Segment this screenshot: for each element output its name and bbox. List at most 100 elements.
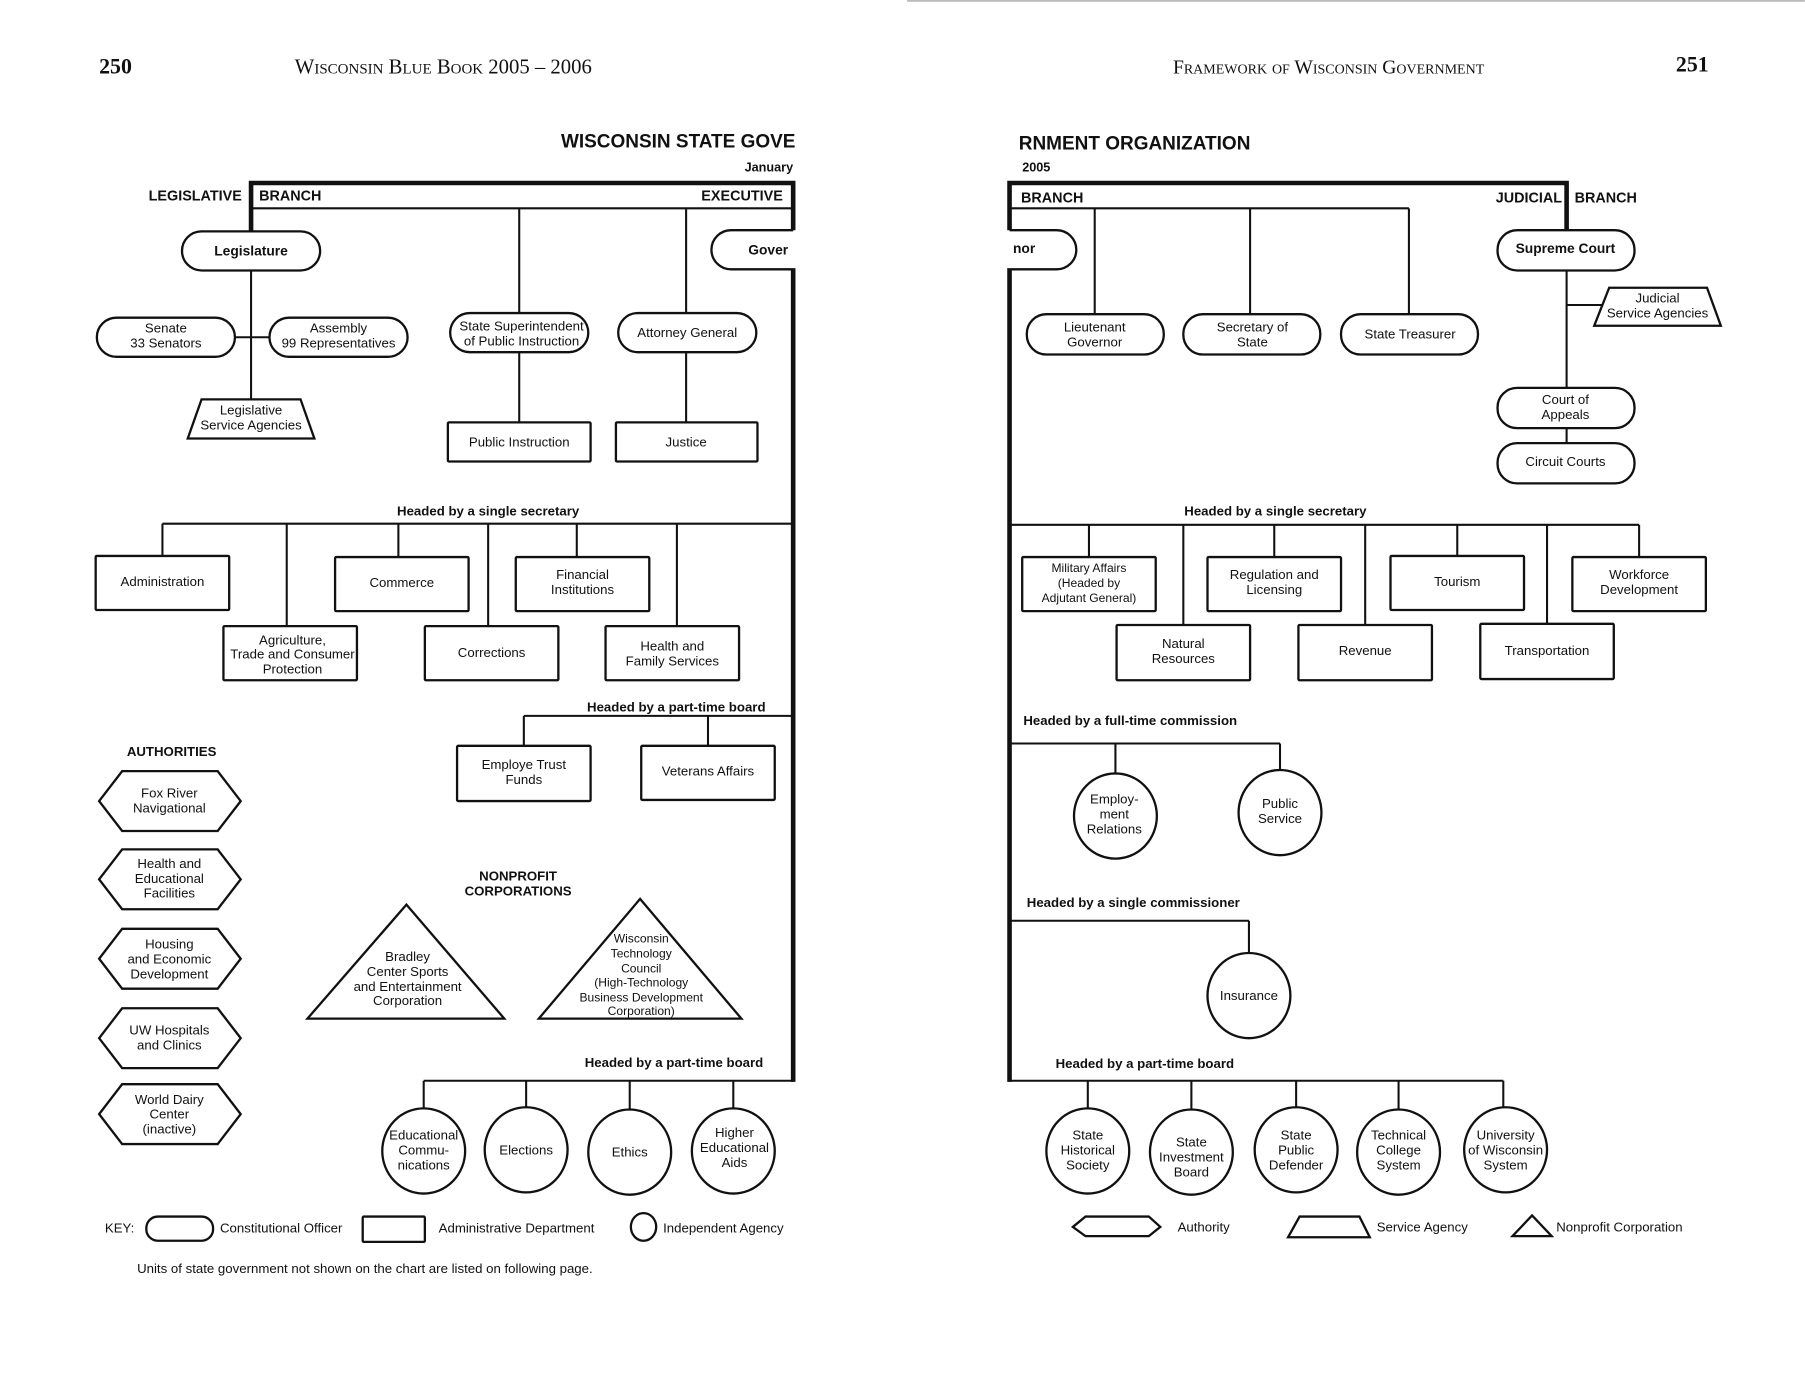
superintendent-node[interactable]: State Superintendent of Public Instructi… [449, 311, 590, 354]
wtc-label-2: Technology [611, 947, 673, 961]
legislative-branch-label: BRANCH [259, 188, 321, 204]
dept-military-affairs[interactable]: Military Affairs (Headed by Adjutant Gen… [1021, 555, 1157, 613]
legislative-service-agencies-node[interactable]: Legislative Service Agencies [186, 398, 316, 440]
authority-uw-hospitals[interactable]: UW Hospitals and Clinics [97, 1007, 243, 1070]
chart-date-left: January [745, 160, 794, 174]
circuit-courts-node[interactable]: Circuit Courts [1496, 441, 1636, 485]
educom-label-2: Commu- [398, 1142, 449, 1157]
dept-natural-resources[interactable]: Natural Resources [1115, 623, 1252, 682]
dept-revenue[interactable]: Revenue [1297, 623, 1434, 682]
dept-workforce-development[interactable]: Workforce Development [1571, 555, 1708, 613]
state-treasurer-node[interactable]: State Treasurer [1339, 313, 1480, 356]
left-running-title: Wisconsin Blue Book 2005 – 2006 [295, 57, 592, 79]
executive-branch-label: BRANCH [1021, 191, 1083, 207]
agency-higher-educational-aids[interactable]: Higher Educational Aids [690, 1107, 776, 1195]
dept-tourism[interactable]: Tourism [1389, 554, 1526, 612]
veterans-label: Veterans Affairs [662, 764, 755, 779]
agency-educational-communications[interactable]: Educational Commu- nications [381, 1107, 467, 1195]
auth-3-label-1: Housing [145, 936, 194, 951]
assembly-node[interactable]: Assembly 99 Representatives [268, 316, 409, 358]
corrections-label: Corrections [458, 645, 526, 660]
group-label-part-time-board-right: Headed by a part-time board [1056, 1056, 1235, 1071]
chart-title-left: WISCONSIN STATE GOVE [561, 131, 796, 152]
secretary-of-state-node[interactable]: Secretary of State [1182, 313, 1322, 356]
key-right: Authority Service Agency Nonprofit Corpo… [1070, 1213, 1683, 1239]
auth-4-label-2: and Clinics [137, 1038, 202, 1053]
legislature-label: Legislature [214, 243, 288, 259]
legislative-label: LEGISLATIVE [149, 188, 243, 204]
part-time-board-bus-right [1009, 1079, 1505, 1110]
authority-health-educational[interactable]: Health and Educational Facilities [97, 848, 243, 911]
supreme-court-node[interactable]: Supreme Court [1496, 229, 1636, 272]
group-label-single-commissioner: Headed by a single commissioner [1027, 895, 1240, 910]
dept-transportation[interactable]: Transportation [1479, 622, 1615, 681]
executive-frame-right [1007, 180, 1569, 1082]
assembly-count: 99 Representatives [282, 336, 396, 351]
agency-state-historical-society[interactable]: State Historical Society [1045, 1107, 1131, 1195]
coa-label-1: Court of [1542, 392, 1589, 407]
nonprofit-heading-1: NONPROFIT [479, 868, 557, 883]
elections-label: Elections [499, 1142, 553, 1157]
dept-financial-institutions[interactable]: Financial Institutions [514, 555, 651, 613]
lsa-label-1: Legislative [220, 402, 282, 417]
authority-housing-economic[interactable]: Housing and Economic Development [97, 927, 243, 990]
agency-state-investment-board[interactable]: State Investment Board [1148, 1108, 1234, 1196]
fi-label-2: Institutions [551, 582, 615, 597]
commission-public-service[interactable]: Public Service [1237, 768, 1323, 857]
dept-administration[interactable]: Administration [94, 554, 231, 612]
dept-health-family-services[interactable]: Health and Family Services [604, 624, 741, 682]
nonprofit-wisconsin-technology-council[interactable]: Wisconsin Technology Council (High-Techn… [536, 897, 744, 1020]
right-page-number: 251 [1676, 52, 1709, 76]
chart-date-right: 2005 [1022, 160, 1050, 174]
group-label-full-time-commission: Headed by a full-time commission [1023, 713, 1237, 728]
justice-node[interactable]: Justice [614, 421, 759, 463]
senate-node[interactable]: Senate 33 Senators [95, 316, 237, 358]
part-time-board-bus-left-1 [522, 714, 794, 746]
key-trapezoid-icon [1286, 1215, 1372, 1239]
governor-label-left: Gover [748, 241, 789, 257]
military-label-1: Military Affairs [1051, 561, 1126, 575]
group-label-part-time-board-left-1: Headed by a part-time board [587, 699, 766, 714]
key-circle-icon [629, 1211, 658, 1242]
commissioner-insurance[interactable]: Insurance [1206, 951, 1292, 1040]
dept-corrections[interactable]: Corrections [423, 624, 560, 682]
authority-world-dairy[interactable]: World Dairy Center (inactive) [97, 1083, 243, 1146]
ethics-label: Ethics [612, 1145, 648, 1160]
lieutenant-governor-node[interactable]: Lieutenant Governor [1025, 313, 1165, 356]
transportation-label: Transportation [1505, 643, 1590, 658]
legislature-node[interactable]: Legislature [180, 230, 322, 272]
key-authority: Authority [1178, 1220, 1231, 1235]
agency-state-public-defender[interactable]: State Public Defender [1253, 1106, 1339, 1194]
governor-node-right[interactable]: nor [1009, 229, 1078, 271]
nonprofit-bradley-center[interactable]: Bradley Center Sports and Entertainment … [304, 902, 507, 1020]
agency-ethics[interactable]: Ethics [587, 1108, 673, 1196]
court-of-appeals-node[interactable]: Court of Appeals [1496, 386, 1636, 430]
superintendent-label-2: of Public Instruction [464, 333, 579, 348]
dept-agriculture[interactable]: Agriculture, Trade and Consumer Protecti… [222, 624, 359, 682]
attorney-general-node[interactable]: Attorney General [617, 311, 758, 354]
agency-university-of-wisconsin-system[interactable]: University of Wisconsin System [1463, 1106, 1549, 1194]
public-instruction-node[interactable]: Public Instruction [446, 421, 592, 463]
psc-label-1: Public [1262, 796, 1298, 811]
auth-5-label-2: Center [149, 1107, 189, 1122]
agency-technical-college-system[interactable]: Technical College System [1355, 1108, 1442, 1196]
auth-2-label-1: Health and [137, 856, 201, 871]
judicial-service-agencies-node[interactable]: Judicial Service Agencies [1592, 286, 1723, 327]
supreme-court-label: Supreme Court [1516, 240, 1616, 256]
agency-elections[interactable]: Elections [483, 1106, 569, 1194]
left-page-number: 250 [99, 55, 132, 79]
dept-regulation-licensing[interactable]: Regulation and Licensing [1206, 555, 1343, 613]
dept-veterans-affairs[interactable]: Veterans Affairs [640, 744, 776, 802]
wtc-label-6: Corporation) [608, 1004, 675, 1018]
erc-label-3: Relations [1087, 821, 1142, 836]
authority-fox-river[interactable]: Fox River Navigational [97, 769, 243, 833]
bradley-label-4: Corporation [373, 993, 442, 1008]
single-secretary-bus-right [1009, 523, 1641, 625]
commission-employment-relations[interactable]: Employ- ment Relations [1072, 772, 1159, 860]
governor-node-left[interactable]: Gover [710, 229, 794, 271]
dept-employe-trust-funds[interactable]: Employe Trust Funds [455, 744, 592, 803]
dept-commerce[interactable]: Commerce [333, 555, 470, 613]
agri-label-3: Protection [263, 661, 323, 676]
part-time-board-bus-left-2 [422, 1079, 794, 1110]
